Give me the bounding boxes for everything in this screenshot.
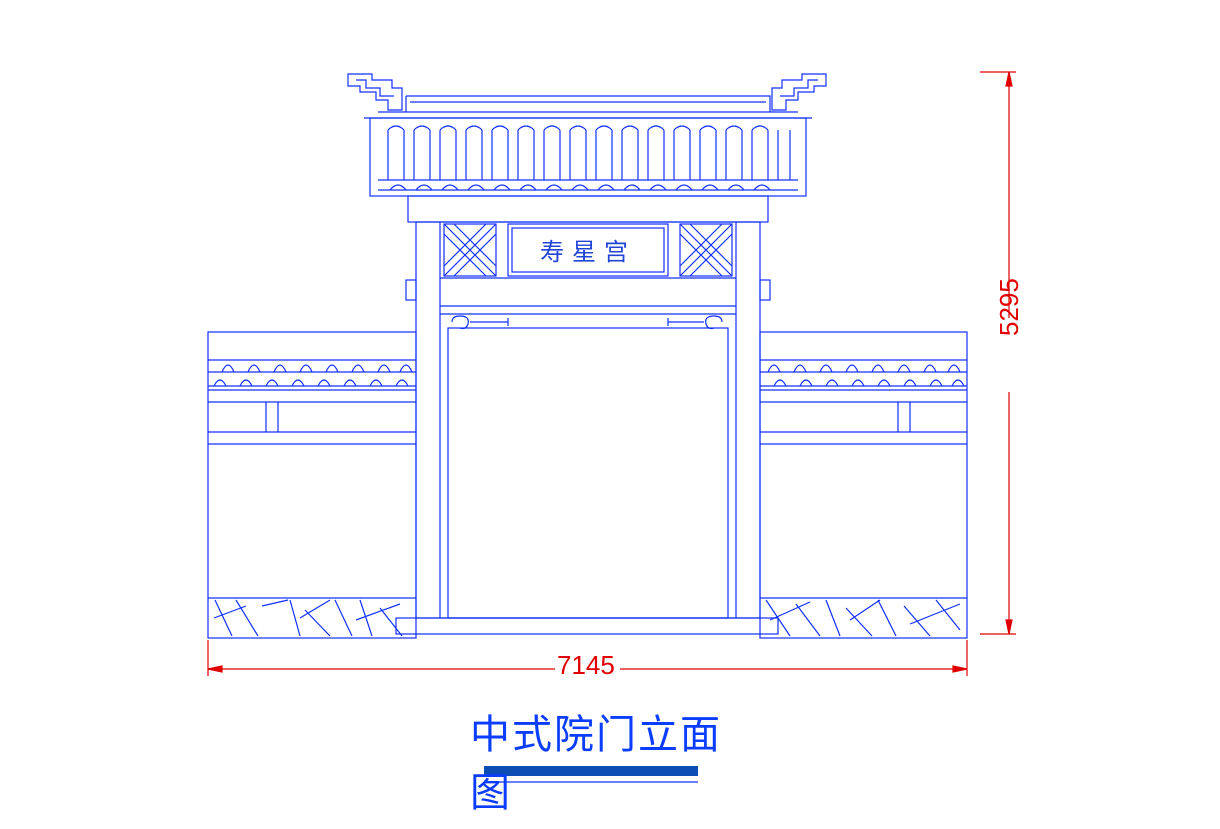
gate-structure [207, 73, 968, 639]
width-arrow-left [207, 665, 223, 673]
title-underline-bar [484, 766, 698, 776]
gate-roof [364, 95, 812, 197]
width-dimension-label: 7145 [557, 650, 615, 680]
left-wall-tiles [208, 359, 416, 387]
height-arrow-top [1005, 71, 1013, 87]
right-corner-ornament [667, 315, 723, 330]
lintel-beam [407, 195, 769, 223]
width-arrow-right [952, 665, 968, 673]
right-wall-tiles [760, 359, 967, 387]
gate-frame [415, 221, 761, 619]
height-arrow-bottom [1005, 619, 1013, 635]
height-dimension-label: 5295 [994, 278, 1024, 336]
door-opening [447, 327, 729, 619]
dimension-lines [207, 71, 1016, 676]
name-plaque [507, 223, 669, 277]
left-wall [207, 331, 417, 639]
left-roof-finial [347, 73, 403, 111]
plaque-text: 寿星宫 [540, 238, 636, 266]
left-lattice-panel [443, 223, 497, 277]
gate-threshold [395, 617, 779, 635]
right-lattice-panel [679, 223, 733, 277]
left-stone-base [213, 599, 403, 637]
right-stone-base [765, 599, 961, 637]
right-wall [759, 331, 968, 639]
right-roof-finial [771, 73, 827, 111]
left-corner-ornament [451, 315, 509, 330]
drawing-title: 中式院门立面图 [470, 712, 722, 816]
